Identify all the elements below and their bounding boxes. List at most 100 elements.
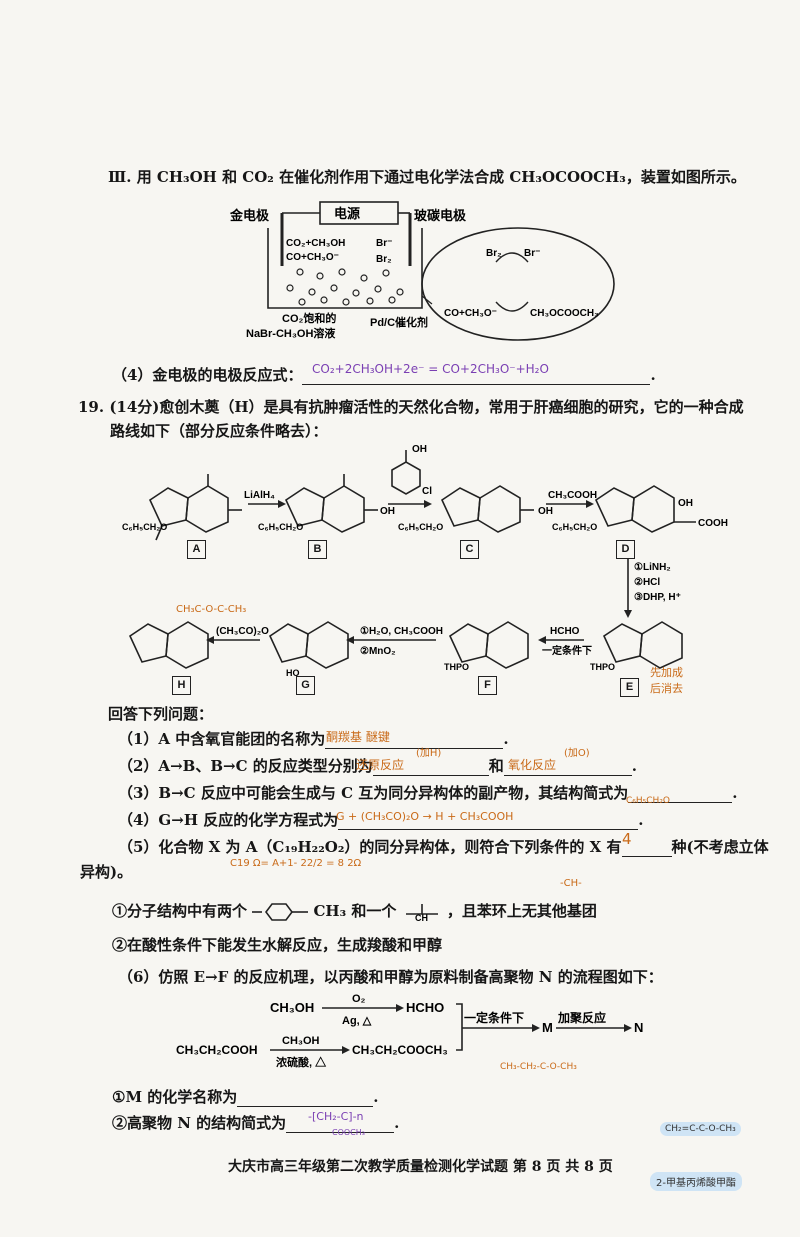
q2-hint1: (加H) — [416, 748, 442, 759]
svg-text:M: M — [542, 1020, 553, 1035]
svg-text:HCHO: HCHO — [406, 1000, 444, 1015]
page-footer: 大庆市高三年级第二次教学质量检测化学试题 第 8 页 共 8 页 — [228, 1159, 613, 1175]
svg-text:HCHO: HCHO — [550, 626, 580, 637]
s3-q4-answer: CO₂+2CH₃OH+2e⁻ = CO+2CH₃O⁻+H₂O — [312, 362, 549, 376]
label-D: D — [616, 540, 635, 559]
svg-text:Cl: Cl — [422, 486, 432, 497]
q1-answer: 酮羰基 醚键 — [326, 730, 390, 744]
br2-label: Br₂ — [376, 254, 392, 265]
q1-blank[interactable] — [325, 730, 504, 749]
n-struct-blank[interactable] — [286, 1114, 395, 1133]
q5-cont: 异构)。 — [80, 863, 133, 881]
svg-text:OH: OH — [412, 444, 427, 455]
svg-text:THPO: THPO — [444, 662, 469, 672]
q19-intro2: 路线如下（部分反应条件略去）： — [110, 422, 328, 440]
svg-text:CH₃COOH: CH₃COOH — [548, 490, 597, 501]
electrolysis-diagram: 电源 金电极 玻碳电极 CO₂+CH₃OH CO+CH₃O⁻ Br⁻ Br₂ C… — [229, 201, 615, 341]
svg-text:①H₂O, CH₃COOH: ①H₂O, CH₃COOH — [360, 626, 443, 637]
gold-electrode-label: 金电极 — [229, 208, 270, 223]
svg-text:①LiNH₂: ①LiNH₂ — [634, 562, 671, 573]
svg-text:Br⁻: Br⁻ — [524, 248, 540, 259]
svg-text:C₆H₅CH₂O: C₆H₅CH₂O — [258, 522, 303, 532]
label-H: H — [172, 676, 191, 695]
n-struct: ②高聚物 N 的结构简式为. — [112, 1114, 400, 1133]
q2-hint2: (加O) — [564, 748, 590, 759]
methine-icon: CH — [405, 904, 438, 923]
svg-text:一定条件下: 一定条件下 — [542, 644, 592, 657]
q4: （4）G→H 反应的化学方程式为. — [118, 811, 644, 830]
svg-text:COOH: COOH — [698, 518, 728, 529]
q2-answer1: 还原反应 — [356, 758, 405, 772]
svg-text:②HCl: ②HCl — [634, 577, 660, 588]
svg-text:C₆H₅CH₂O: C₆H₅CH₂O — [398, 522, 443, 532]
svg-text:CH₃OH: CH₃OH — [282, 1035, 320, 1047]
eq-left1: CO₂+CH₃OH — [286, 238, 345, 249]
q2-blank1[interactable] — [372, 757, 489, 776]
svg-text:OH: OH — [538, 506, 553, 517]
svg-text:CH₃OCOOCH₃: CH₃OCOOCH₃ — [530, 308, 599, 319]
svg-text:O₂: O₂ — [352, 993, 366, 1005]
svg-text:CH₃CH₂COOCH₃: CH₃CH₂COOCH₃ — [352, 1043, 448, 1057]
label-B: B — [308, 540, 327, 559]
solution-label: CO₂饱和的 — [282, 311, 336, 325]
s3-q4-blank[interactable] — [302, 366, 651, 385]
hw-ester: CH₃-CH₂-C-O-CH₃ — [500, 1062, 577, 1072]
flow-chart: CH₃OH O₂ Ag, △ HCHO 一定条件下 M 加聚反应 N CH₃CH… — [176, 993, 643, 1068]
glassy-carbon-label: 玻碳电极 — [414, 208, 467, 223]
svg-text:浓硫酸, △: 浓硫酸, △ — [276, 1055, 327, 1068]
q5: （5）化合物 X 为 A（C₁₉H₂₂O₂）的同分异构体，则符合下列条件的 X … — [118, 838, 769, 857]
label-C: C — [460, 540, 479, 559]
q6: （6）仿照 E→F 的反应机理，以丙酸和甲醇为原料制备高聚物 N 的流程图如下： — [118, 968, 663, 986]
solution-label2: NaBr-CH₃OH溶液 — [246, 326, 336, 340]
answer-header: 回答下列问题： — [108, 705, 214, 723]
q2-blank2[interactable] — [503, 757, 632, 776]
q3: （3）B→C 反应中可能会生成与 C 互为同分异构体的副产物，其结构简式为. — [118, 784, 738, 803]
catalyst-label: Pd/C催化剂 — [370, 315, 428, 329]
n-hw-sub: COOCH₃ — [332, 1128, 365, 1137]
br-minus: Br⁻ — [376, 238, 392, 249]
hw-note: 先加成 后消去 — [650, 666, 683, 695]
s3-q4: （4）金电极的电极反应式：. — [112, 366, 656, 385]
hw-anhydride: CH₃C-O-C-CH₃ — [176, 604, 247, 615]
svg-text:HO: HO — [286, 668, 300, 678]
label-A: A — [187, 540, 206, 559]
svg-text:N: N — [634, 1020, 643, 1035]
tolyl-icon — [252, 903, 309, 921]
svg-text:③DHP, H⁺: ③DHP, H⁺ — [634, 592, 681, 603]
svg-text:C₆H₅CH₂O: C₆H₅CH₂O — [122, 522, 167, 532]
q4-blank[interactable] — [338, 811, 639, 830]
bubbles — [286, 268, 404, 306]
q3-blank[interactable] — [628, 784, 733, 803]
q1: （1）A 中含氧官能团的名称为. — [118, 730, 509, 749]
label-E: E — [620, 678, 639, 697]
q4-answer: G + (CH₃CO)₂O → H + CH₃COOH — [336, 810, 514, 823]
cond1: ①分子结构中有两个 CH₃ 和一个 CH ，且苯环上无其他基团 — [112, 902, 597, 923]
q5-answer: 4 — [622, 830, 632, 848]
hw-m: CH₂=C-C-O-CH₃ — [660, 1122, 741, 1136]
svg-text:LiAlH₄: LiAlH₄ — [244, 490, 275, 501]
label-F: F — [478, 676, 497, 695]
svg-text:Br₂: Br₂ — [486, 248, 502, 259]
svg-text:Ag, △: Ag, △ — [342, 1015, 372, 1027]
svg-text:一定条件下: 一定条件下 — [464, 1010, 524, 1025]
q5-hw1: C19 Ω= A+1- 22/2 = 8 2Ω — [230, 858, 362, 869]
svg-text:THPO: THPO — [590, 662, 615, 672]
eq-left2: CO+CH₃O⁻ — [286, 252, 339, 263]
svg-text:(CH₃CO)₂O: (CH₃CO)₂O — [216, 626, 269, 637]
section3-title: Ⅲ. 用 CH₃OH 和 CO₂ 在催化剂作用下通过电化学法合成 CH₃OCOO… — [108, 168, 746, 186]
n-hw: -[CH₂-C]-n — [308, 1110, 364, 1123]
q19-intro1: 19. (14分)愈创木薁（H）是具有抗肿瘤活性的天然化合物，常用于肝癌细胞的研… — [78, 398, 744, 416]
power-source-label: 电源 — [334, 206, 360, 221]
svg-text:②MnO₂: ②MnO₂ — [360, 646, 396, 657]
reaction-scheme: LiAlH₄ CH₃COOH ①LiNH₂ ②HCl ③DHP, H⁺ HCHO… — [122, 444, 728, 678]
m-name-blank[interactable] — [237, 1088, 374, 1107]
svg-text:CH₃CH₂COOH: CH₃CH₂COOH — [176, 1043, 258, 1057]
q2-answer2: 氧化反应 — [508, 758, 557, 772]
q2: （2）A→B、B→C 的反应类型分别为和. — [118, 757, 637, 776]
svg-text:加聚反应: 加聚反应 — [557, 1010, 606, 1025]
q5-blank[interactable] — [621, 838, 672, 857]
label-G: G — [296, 676, 315, 695]
svg-text:CH₃OH: CH₃OH — [270, 1000, 314, 1015]
q5-hw2: -CH- — [560, 878, 582, 889]
hw-m-name: 2-甲基丙烯酸甲酯 — [650, 1172, 742, 1191]
